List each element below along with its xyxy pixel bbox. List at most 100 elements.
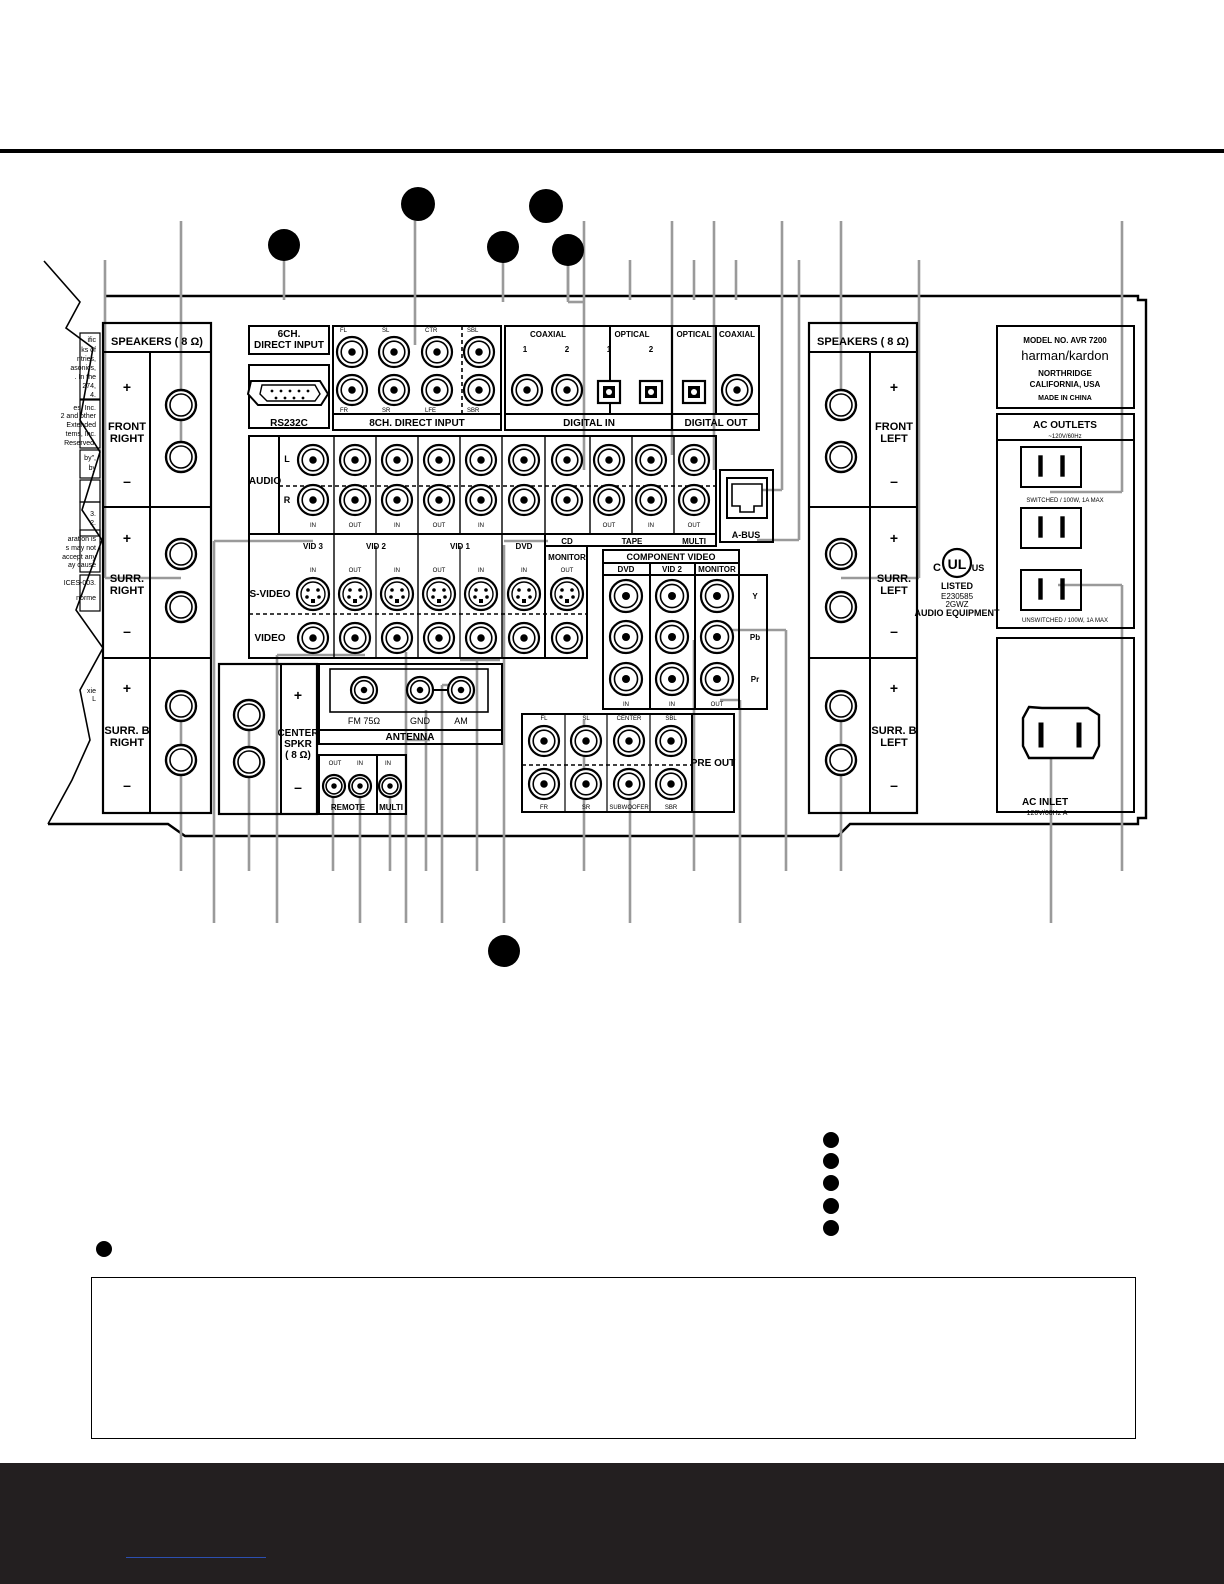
component-in-label: IN	[623, 702, 629, 708]
optical-in-jack	[638, 379, 664, 405]
sidebar-fragment-text: 2 and other	[61, 413, 97, 420]
jack-inner-ring	[555, 448, 579, 472]
pre-out-jack	[654, 767, 688, 801]
surr-right-label: SURR.RIGHT	[110, 573, 145, 597]
jack-inner-ring	[385, 626, 409, 650]
component-dvd-label: DVD	[618, 565, 635, 574]
sidebar-fragment-text: ICES-003.	[64, 580, 96, 587]
top-rule	[0, 149, 1224, 153]
pre-out-top-label: CENTER	[617, 716, 642, 722]
callout-marker	[96, 1241, 112, 1257]
sidebar-fragment-box	[79, 501, 101, 537]
direct-input-bottom-label: SBR	[467, 408, 480, 414]
jack-inner-ring	[617, 772, 641, 796]
jack-inner-ring	[340, 340, 364, 364]
pre-out-jack	[612, 767, 646, 801]
video-in-out-label: OUT	[561, 568, 574, 574]
audio-jack	[592, 483, 626, 517]
ypbpr-box	[738, 574, 768, 710]
post-inner	[829, 595, 853, 619]
jack-pin	[416, 686, 424, 694]
jack-pin	[605, 456, 613, 464]
jack-inner-ring	[385, 488, 409, 512]
jack-inner-ring	[555, 488, 579, 512]
jack-inner-ring	[427, 488, 451, 512]
jack-pin	[520, 634, 528, 642]
svideo-pin	[359, 595, 363, 599]
sidebar-fragment-text: 4.	[90, 392, 96, 399]
jack-inner-ring	[555, 378, 579, 402]
pre-out-jack	[527, 724, 561, 758]
jack-pin	[622, 633, 630, 641]
video-in-out-label: OUT	[349, 568, 362, 574]
jack-pin	[348, 386, 356, 394]
jack-inner-ring	[659, 666, 685, 692]
ul-audio-equipment: AUDIO EQUIPMENT	[914, 608, 1000, 618]
8ch-direct-input-box	[332, 325, 502, 431]
component-jack	[699, 661, 735, 697]
unswitched-label: UNSWITCHED / 100W, 1A MAX	[1022, 618, 1108, 624]
plus-sign: +	[123, 379, 131, 395]
s-video-label: S-VIDEO	[249, 589, 290, 600]
callout-marker	[823, 1198, 839, 1214]
post-inner	[237, 750, 261, 774]
vid2-label: VID 2	[366, 542, 387, 551]
svideo-pin	[431, 595, 435, 599]
audio-in-out-label: OUT	[349, 523, 362, 529]
pre-out-box	[521, 713, 735, 813]
optical-out-jack	[681, 379, 707, 405]
audio-jack	[634, 483, 668, 517]
pre-out-bottom-label: SBR	[665, 805, 678, 811]
jack-pin	[563, 496, 571, 504]
optical-in-jack	[596, 379, 622, 405]
jack-inner-ring	[301, 448, 325, 472]
jack-inner-ring	[512, 488, 536, 512]
sidebar-fragment-text: xie	[87, 688, 96, 695]
s-video-jack	[421, 576, 457, 612]
jack-inner-ring	[617, 729, 641, 753]
jack-inner-ring	[613, 666, 639, 692]
pb-label: Pb	[750, 633, 760, 642]
jack-inner-ring	[597, 488, 621, 512]
ul-us-label: US	[972, 563, 985, 573]
jack-inner-ring	[343, 448, 367, 472]
footer-link-underline[interactable]	[126, 1557, 266, 1558]
svideo-pin	[443, 595, 447, 599]
jack-inner-ring	[340, 378, 364, 402]
sidebar-fragment-text: L	[92, 696, 96, 703]
minus-sign: –	[294, 779, 302, 795]
jack-pin	[309, 456, 317, 464]
callout-marker	[823, 1175, 839, 1191]
audio-label: AUDIO	[249, 476, 281, 487]
svideo-ring	[506, 576, 542, 612]
audio-in-out-label: IN	[648, 523, 654, 529]
jack-pin	[457, 686, 465, 694]
antenna-inner-box	[329, 668, 489, 713]
jack-pin	[475, 386, 483, 394]
jack-pin	[605, 496, 613, 504]
jack-pin	[393, 496, 401, 504]
minus-sign: –	[123, 623, 131, 639]
coaxial-in-jack	[550, 373, 584, 407]
callout-marker-1	[488, 935, 520, 967]
speaker-binding-post	[164, 440, 198, 474]
svideo-key	[437, 599, 441, 603]
y-label: Y	[752, 592, 758, 601]
audio-jack	[296, 443, 330, 477]
jack-pin	[625, 737, 633, 745]
svideo-pin	[485, 595, 489, 599]
digital-num: 2	[565, 345, 570, 354]
jack-pin	[563, 634, 571, 642]
svideo-pin	[527, 588, 531, 592]
direct-input-jack	[335, 335, 369, 369]
audio-jack	[550, 443, 584, 477]
right-speakers-box	[807, 321, 919, 815]
rs232-pin	[270, 389, 274, 393]
sidebar-fragment-text: accept any	[62, 554, 96, 561]
ul-c-label: C	[933, 562, 941, 574]
svideo-key	[353, 599, 357, 603]
left-speakers-box	[101, 321, 213, 815]
